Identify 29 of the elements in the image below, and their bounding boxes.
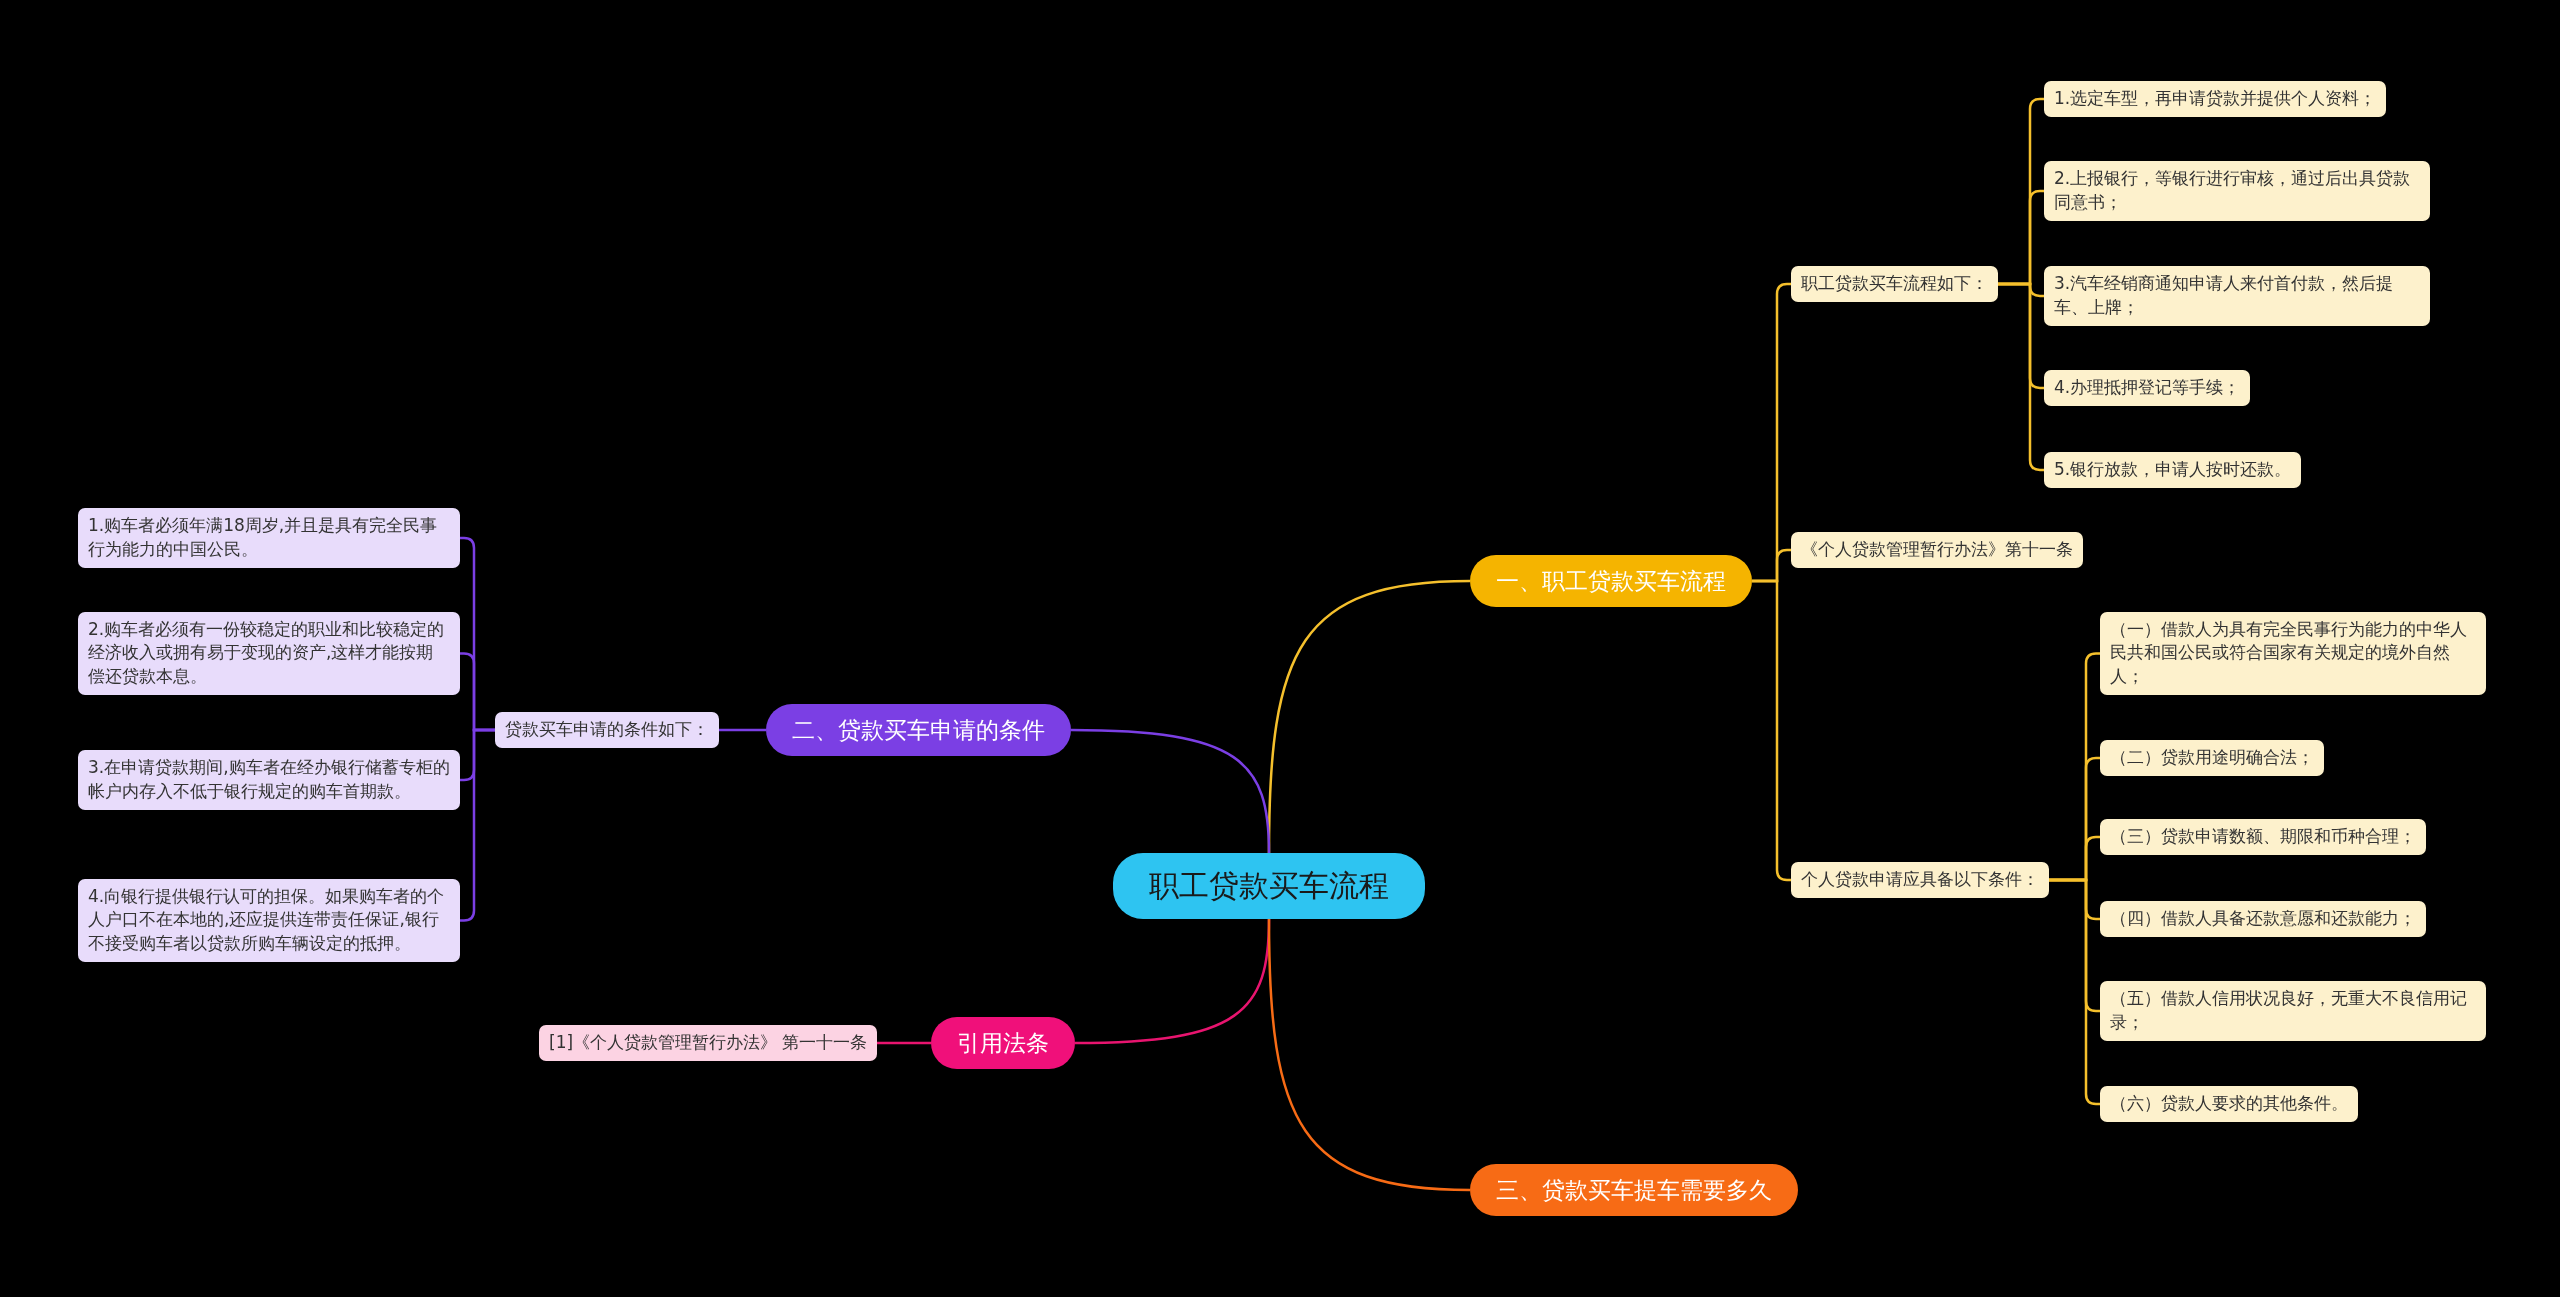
subtopic-box: （四）借款人具备还款意愿和还款能力； xyxy=(2100,901,2426,937)
subtopic-box: （五）借款人信用状况良好，无重大不良信用记录； xyxy=(2100,981,2486,1041)
subtopic-box: 3.汽车经销商通知申请人来付首付款，然后提车、上牌； xyxy=(2044,266,2430,326)
subtopic-box: 贷款买车申请的条件如下： xyxy=(495,712,719,748)
subtopic-box: （三）贷款申请数额、期限和币种合理； xyxy=(2100,819,2426,855)
subtopic-box: [1]《个人贷款管理暂行办法》 第一十一条 xyxy=(539,1025,878,1061)
subtopic-box: 2.上报银行，等银行进行审核，通过后出具贷款同意书； xyxy=(2044,161,2430,221)
subtopic-box: 5.银行放款，申请人按时还款。 xyxy=(2044,452,2302,488)
subtopic-box: 4.向银行提供银行认可的担保。如果购车者的个人户口不在本地的,还应提供连带责任保证,银行不接受购车者以贷款所购车辆设定的抵押。 xyxy=(78,878,460,962)
connector-line xyxy=(877,1041,931,1045)
connector-line xyxy=(1070,728,1271,854)
subtopic-box: （一）借款人为具有完全民事行为能力的中华人民共和国公民或符合国家有关规定的境外自然人； xyxy=(2100,611,2486,695)
central-topic: 职工贷款买车流程 xyxy=(1113,853,1425,919)
subtopic-box: 《个人贷款管理暂行办法》第十一条 xyxy=(1791,532,2083,568)
connector-line xyxy=(1267,919,1471,1192)
subtopic-box: 1.购车者必须年满18周岁,并且是具有完全民事行为能力的中国公民。 xyxy=(78,508,460,568)
branch-topic: 三、贷款买车提车需要多久 xyxy=(1470,1164,1798,1217)
connector-line xyxy=(719,728,766,732)
branch-topic: 引用法条 xyxy=(931,1017,1075,1070)
branch-topic: 一、职工贷款买车流程 xyxy=(1470,555,1752,608)
subtopic-box: 1.选定车型，再申请贷款并提供个人资料； xyxy=(2044,81,2387,117)
subtopic-box: 职工贷款买车流程如下： xyxy=(1791,266,1998,302)
subtopic-box: （二）贷款用途明确合法； xyxy=(2100,740,2324,776)
subtopic-box: 4.办理抵押登记等手续； xyxy=(2044,370,2251,406)
subtopic-box: （六）贷款人要求的其他条件。 xyxy=(2100,1086,2358,1122)
subtopic-box: 个人贷款申请应具备以下条件： xyxy=(1791,862,2049,898)
branch-topic: 二、贷款买车申请的条件 xyxy=(766,704,1071,757)
subtopic-box: 2.购车者必须有一份较稳定的职业和比较稳定的经济收入或拥有易于变现的资产,这样才能按期偿还贷款本息。 xyxy=(78,611,460,695)
subtopic-box: 3.在申请贷款期间,购车者在经办银行储蓄专柜的帐户内存入不低于银行规定的购车首期款。 xyxy=(78,750,460,810)
